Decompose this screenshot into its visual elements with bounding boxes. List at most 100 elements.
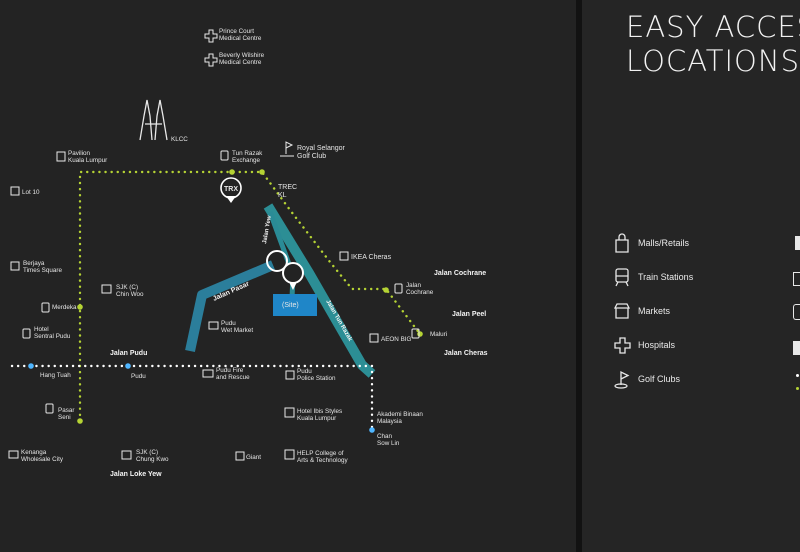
hospital-cross-icon [614,337,631,354]
hang-tuah-label: Hang Tuah [40,372,71,379]
site-label: (Site) [282,302,299,309]
legend-col2-white-dot [796,374,799,377]
rail-white-line [10,364,374,432]
station-trec[interactable] [259,169,265,175]
roundabout-1 [266,250,288,272]
site-pin[interactable] [282,262,304,284]
shopping-bag-icon [10,261,20,271]
fire-station-icon [202,369,214,378]
legend-panel: EASY ACCESS LOCATIONS Malls/Retails Trai… [582,0,800,552]
trx-pin[interactable]: TRX [220,177,242,203]
site-block[interactable] [273,294,317,316]
legend-label: Malls/Retails [638,238,690,248]
road-jalan-pasar [185,260,275,353]
station-merdeka[interactable] [77,304,83,310]
building-icon [284,407,295,418]
train-icon [394,283,403,294]
shopping-bag-icon [56,151,66,162]
legend-markets: Markets [612,300,670,322]
road-label-cochrane: Jalan Cochrane [434,270,486,277]
aeon-big-label: AEON BIG [381,336,412,343]
legend-col2-green-dot [796,387,799,390]
train-icon [220,150,229,161]
train-icon [615,268,629,287]
ikea-label: IKEA Cheras [351,254,392,261]
map-icons [8,29,420,461]
legend-label: Train Stations [638,272,694,282]
shopping-bag-icon [615,233,629,253]
legend-malls: Malls/Retails [612,232,689,254]
sjk-chin-woo-label: SJK (C)Chin Woo [116,284,144,298]
shopping-bag-icon [339,251,349,261]
building-icon [284,449,295,460]
klcc-label: KLCC [171,136,188,143]
lot10-label: Lot 10 [22,189,40,196]
station-maluri[interactable] [417,331,423,337]
legend-golf: Golf Clubs [612,368,680,390]
train-icon [45,403,54,414]
map-svg: (Site) [0,12,540,510]
shopping-bag-icon [369,333,379,343]
legend-hospitals: Hospitals [612,334,675,356]
site-pin-tip [289,282,297,290]
station-pasar-seni[interactable] [77,418,83,424]
market-icon [208,321,219,330]
road-label-tun-razak: Jalan Tun Razak [324,299,353,343]
giant-label: Giant [246,454,261,461]
golf-flag-icon [614,370,630,389]
legend-col2-icon [793,304,800,320]
road-label-pudu: Jalan Pudu [110,350,147,357]
road-label-loke-yew: Jalan Loke Yew [110,471,162,478]
legend-col2-icon [793,341,800,355]
panel-title-line2: LOCATIONS [626,44,800,78]
road-jalan-tun-razak [263,203,376,378]
station-hang-tuah[interactable] [28,363,34,369]
stations [28,169,423,433]
road-label-cheras: Jalan Cheras [444,350,488,357]
station-pudu[interactable] [125,363,131,369]
legend-col2-icon [793,272,800,286]
trx-label: TRX [224,186,238,193]
location-map: (Site) [0,12,540,510]
station-chan-sow-lin[interactable] [369,427,375,433]
road-label-yew: Jalan Yew [262,215,273,245]
legend-col2-icon [795,236,800,250]
rail-lines [10,170,422,432]
shopping-bag-icon [10,186,20,196]
hospital-icon [204,29,218,43]
building-icon [121,450,132,460]
klcc-towers-icon [139,99,168,141]
station-tun-razak[interactable] [229,169,235,175]
maluri-label: Maluri [430,331,447,338]
legend-label: Markets [638,306,671,316]
pudu-station-label: Pudu [131,373,146,380]
market-icon [613,303,631,319]
train-icon [411,328,420,339]
train-icon [22,328,31,339]
merdeka-label: Merdeka [52,304,77,311]
building-icon [101,284,112,294]
hospital-icon [204,53,218,67]
panel-divider [576,0,582,552]
shopping-bag-icon [235,451,245,461]
legend-train: Train Stations [612,266,693,288]
police-station-icon [285,370,295,380]
station-jalan-cochrane[interactable] [383,287,389,293]
